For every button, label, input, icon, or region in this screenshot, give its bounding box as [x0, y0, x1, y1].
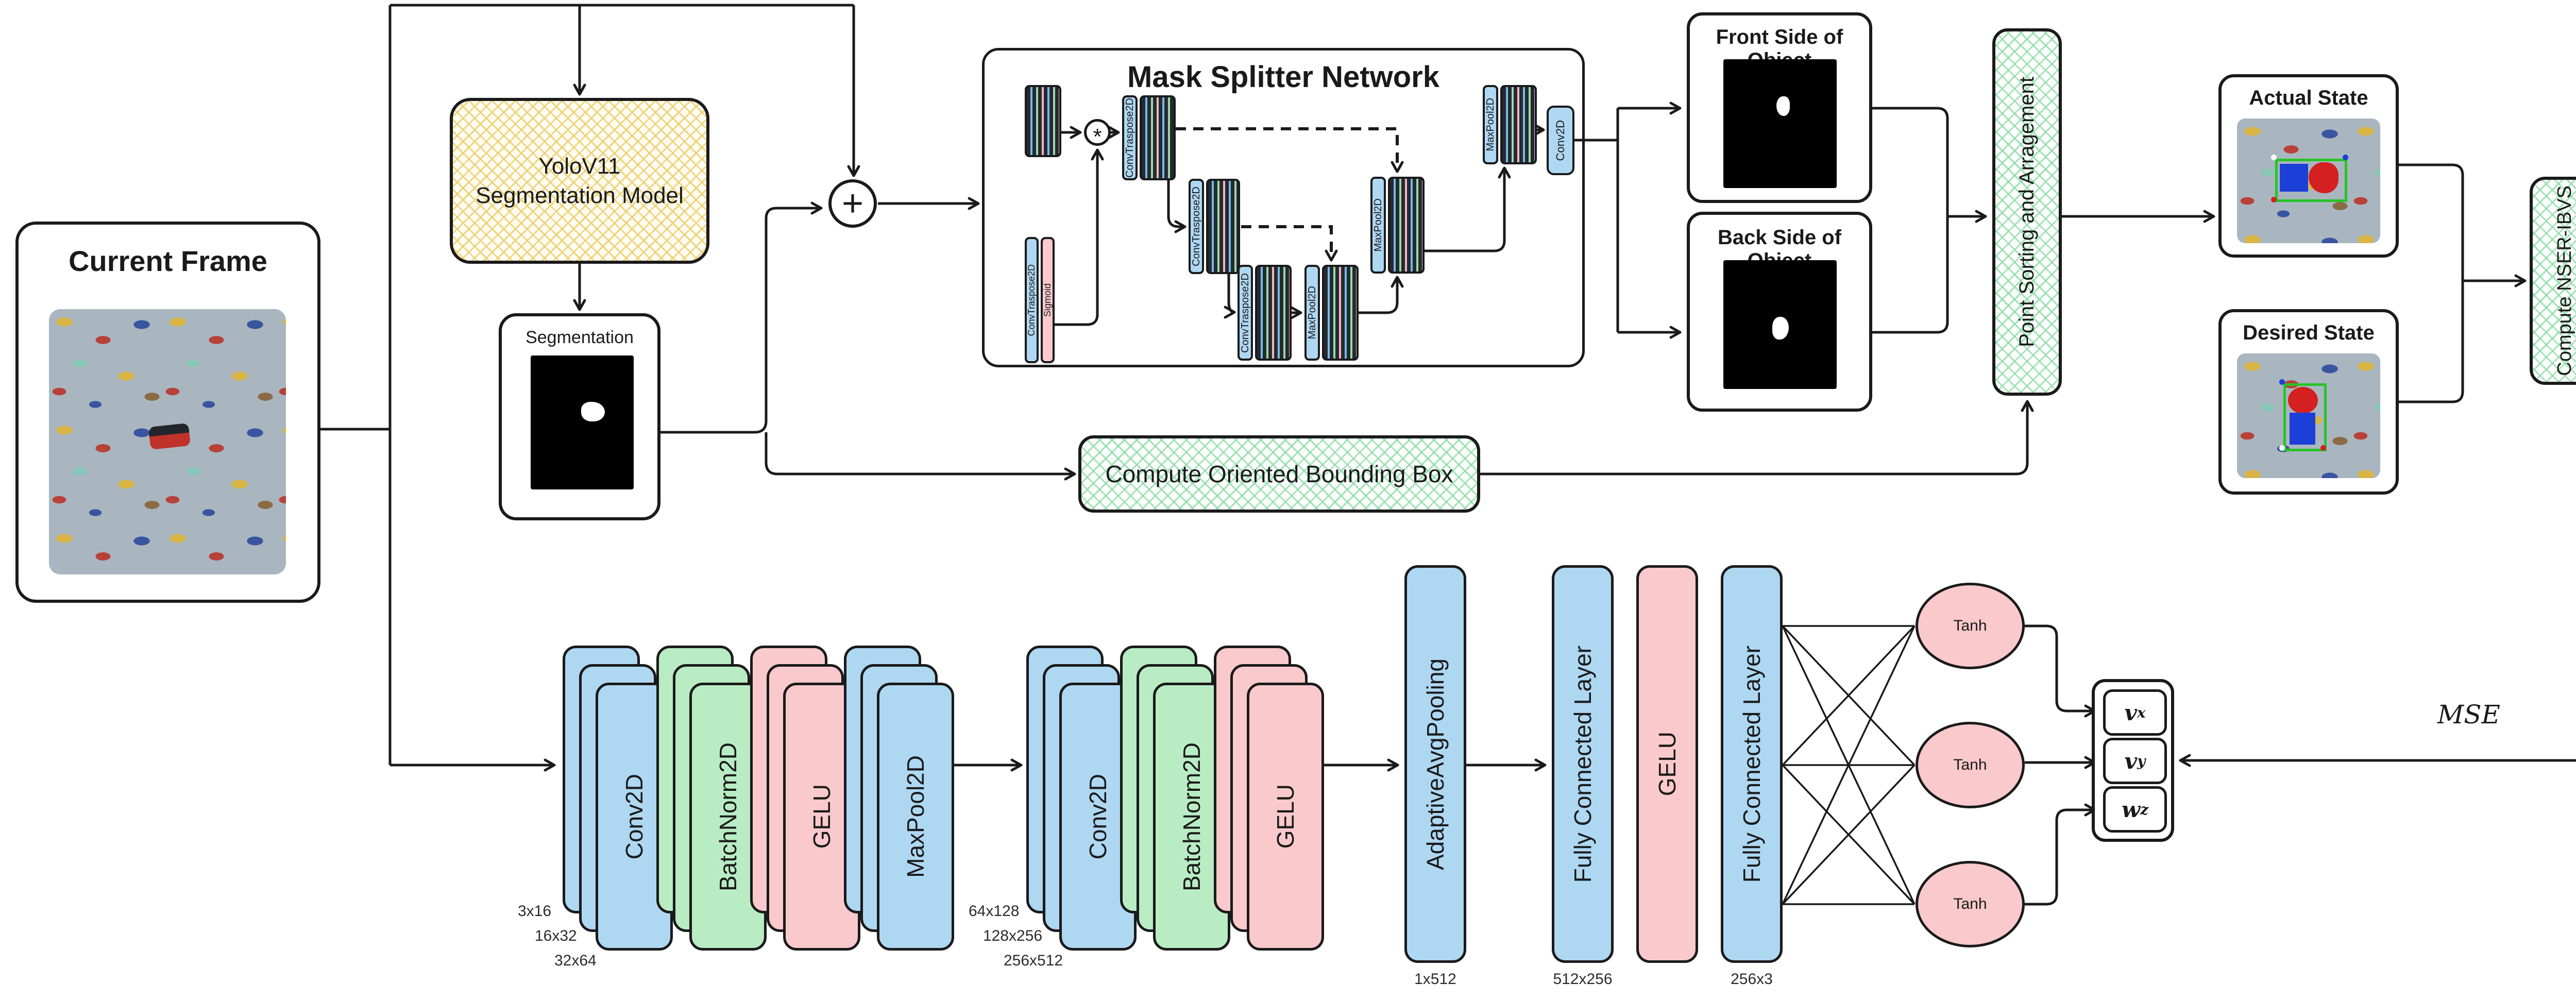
multiply-sign: *	[1093, 124, 1102, 149]
fc-mesh	[1782, 625, 1916, 905]
current-frame-title: Current Frame	[69, 245, 267, 277]
multiply-node: *	[1084, 119, 1111, 149]
wire-skip1	[1176, 127, 1404, 173]
gelu-stack-2: GELU	[1214, 646, 1324, 951]
dim-1x512: 1x512	[1414, 971, 1456, 988]
back-side-mask	[1723, 260, 1837, 389]
desired-state-image	[2237, 353, 2380, 478]
wire-obb-ps	[1480, 400, 2034, 476]
dim-256x512: 256x512	[1004, 952, 1063, 969]
compute-nser-box: Compute NSER-IBVS	[2530, 177, 2576, 385]
dim-3x16: 3x16	[518, 903, 552, 920]
actual-state-image	[2237, 118, 2380, 243]
yolo-model-label: YoloV11 Segmentation Model	[476, 153, 684, 208]
dim-512x256: 512x256	[1553, 971, 1613, 988]
mse-label: MSE	[2437, 700, 2500, 730]
mask-splitter-title: Mask Splitter Network	[1127, 60, 1439, 94]
fully-connected-2-box: Fully Connected Layer	[1721, 565, 1783, 963]
segmentation-blob	[581, 402, 605, 421]
msn-maxpool-stack-1: MaxPool2D	[1304, 265, 1359, 361]
msn-input-stack	[1025, 85, 1061, 157]
point-sorting-label: Point Sorting and Arragement	[2015, 77, 2038, 347]
dim-256x3: 256x3	[1731, 971, 1773, 988]
msn-maxpool-stack-3: MaxPool2D	[1483, 85, 1537, 164]
compute-obb-box: Compute Oriented Bounding Box	[1078, 435, 1480, 513]
msn-convt-stack-3: ConvTraspose2D	[1238, 265, 1292, 361]
front-side-mask	[1723, 59, 1837, 188]
gelu-head-box: GELU	[1636, 565, 1698, 963]
segmentation-title: Segmentation	[526, 328, 634, 347]
maxpool-stack-1: MaxPool2D	[844, 646, 954, 951]
actual-state-title: Actual State	[2249, 87, 2368, 109]
msn-maxpool-stack-2: MaxPool2D	[1370, 177, 1425, 274]
desired-state-title: Desired State	[2243, 321, 2375, 344]
dim-64x128: 64x128	[969, 903, 1020, 920]
wire-seg-obb	[765, 432, 1076, 481]
tanh-node-2: Tanh	[1916, 722, 2025, 808]
wire-skip2	[1241, 225, 1338, 262]
actual-bbox	[2275, 159, 2347, 202]
msn-convt-stack-2: ConvTraspose2D	[1189, 179, 1240, 274]
fully-connected-1-box: Fully Connected Layer	[1552, 565, 1614, 963]
adaptive-avg-pooling-box: AdaptiveAvgPooling	[1404, 565, 1466, 963]
dim-128x256: 128x256	[983, 927, 1043, 944]
compute-nser-label: Compute NSER-IBVS	[2554, 185, 2575, 376]
plus-node: +	[828, 179, 877, 228]
segmentation-mask-image	[531, 355, 634, 489]
tanh-node-3: Tanh	[1916, 861, 2025, 947]
tanh-node-1: Tanh	[1916, 583, 2025, 669]
toy-car	[148, 423, 191, 450]
current-frame-image	[49, 309, 286, 574]
dim-32x64: 32x64	[554, 952, 597, 969]
wire-seg-plus	[660, 201, 823, 434]
compute-obb-label: Compute Oriented Bounding Box	[1105, 461, 1453, 487]
msn-convt-stack-1: ConvTraspose2D	[1122, 95, 1176, 180]
batchnorm-stack-2: BatchNorm2D	[1120, 646, 1230, 951]
dim-16x32: 16x32	[535, 927, 577, 944]
desired-bbox	[2283, 383, 2327, 451]
yolo-model-box: YoloV11 Segmentation Model	[450, 98, 709, 264]
point-sorting-box: Point Sorting and Arragement	[1992, 28, 2062, 396]
msn-sigmoid-bar: Sigmoid	[1041, 237, 1055, 363]
msn-convtraspose-bar: ConvTraspose2D	[1025, 237, 1039, 363]
msn-conv2d-box: Conv2D	[1547, 106, 1574, 175]
